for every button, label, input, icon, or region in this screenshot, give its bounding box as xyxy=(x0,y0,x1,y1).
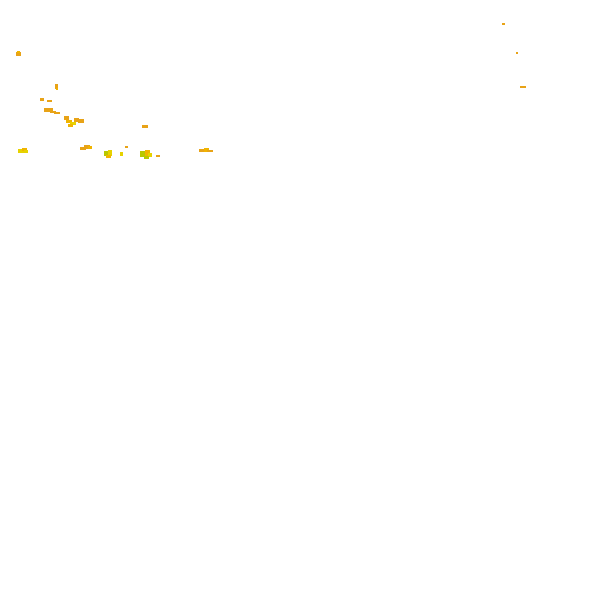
west-patch-18 xyxy=(22,148,27,151)
east-patch-scatter xyxy=(502,23,526,88)
west-patch-19 xyxy=(24,150,28,153)
west-patch-9 xyxy=(54,112,60,114)
west-patch-5 xyxy=(40,98,44,101)
west-patch-13 xyxy=(74,118,79,122)
east-patch-2 xyxy=(516,52,518,54)
west-patch-35 xyxy=(207,150,213,152)
west-patch-17 xyxy=(18,149,24,153)
west-patch-27 xyxy=(125,146,128,148)
west-patch-16 xyxy=(142,125,148,128)
west-patch-6 xyxy=(47,100,52,102)
west-patch-26 xyxy=(120,152,123,156)
west-patch-28 xyxy=(140,151,146,157)
west-patch-10 xyxy=(64,116,69,120)
west-patch-29 xyxy=(145,150,150,156)
east-patch-1 xyxy=(502,23,505,25)
west-patch-14 xyxy=(78,119,84,123)
west-patch-4 xyxy=(56,88,58,90)
west-patch-32 xyxy=(156,155,160,157)
west-patch-15 xyxy=(68,124,73,127)
west-patch-25 xyxy=(106,155,111,158)
west-patch-7 xyxy=(44,108,53,112)
west-patch-11 xyxy=(66,120,72,123)
west-patch-23 xyxy=(104,151,110,156)
west-patch-3 xyxy=(55,84,58,89)
west-patch-34 xyxy=(204,148,209,152)
west-patch-1 xyxy=(16,52,21,56)
west-patch-24 xyxy=(108,150,112,156)
west-patch-30 xyxy=(148,153,152,157)
west-patch-cluster xyxy=(16,51,213,159)
west-patch-20 xyxy=(80,147,86,150)
west-patch-21 xyxy=(84,145,90,149)
west-patch-22 xyxy=(88,146,92,149)
west-patch-33 xyxy=(199,149,205,152)
east-patch-3 xyxy=(520,86,526,88)
west-patch-12 xyxy=(70,122,76,125)
west-patch-2 xyxy=(17,51,20,53)
west-patch-8 xyxy=(50,111,56,113)
west-patch-31 xyxy=(144,156,149,159)
